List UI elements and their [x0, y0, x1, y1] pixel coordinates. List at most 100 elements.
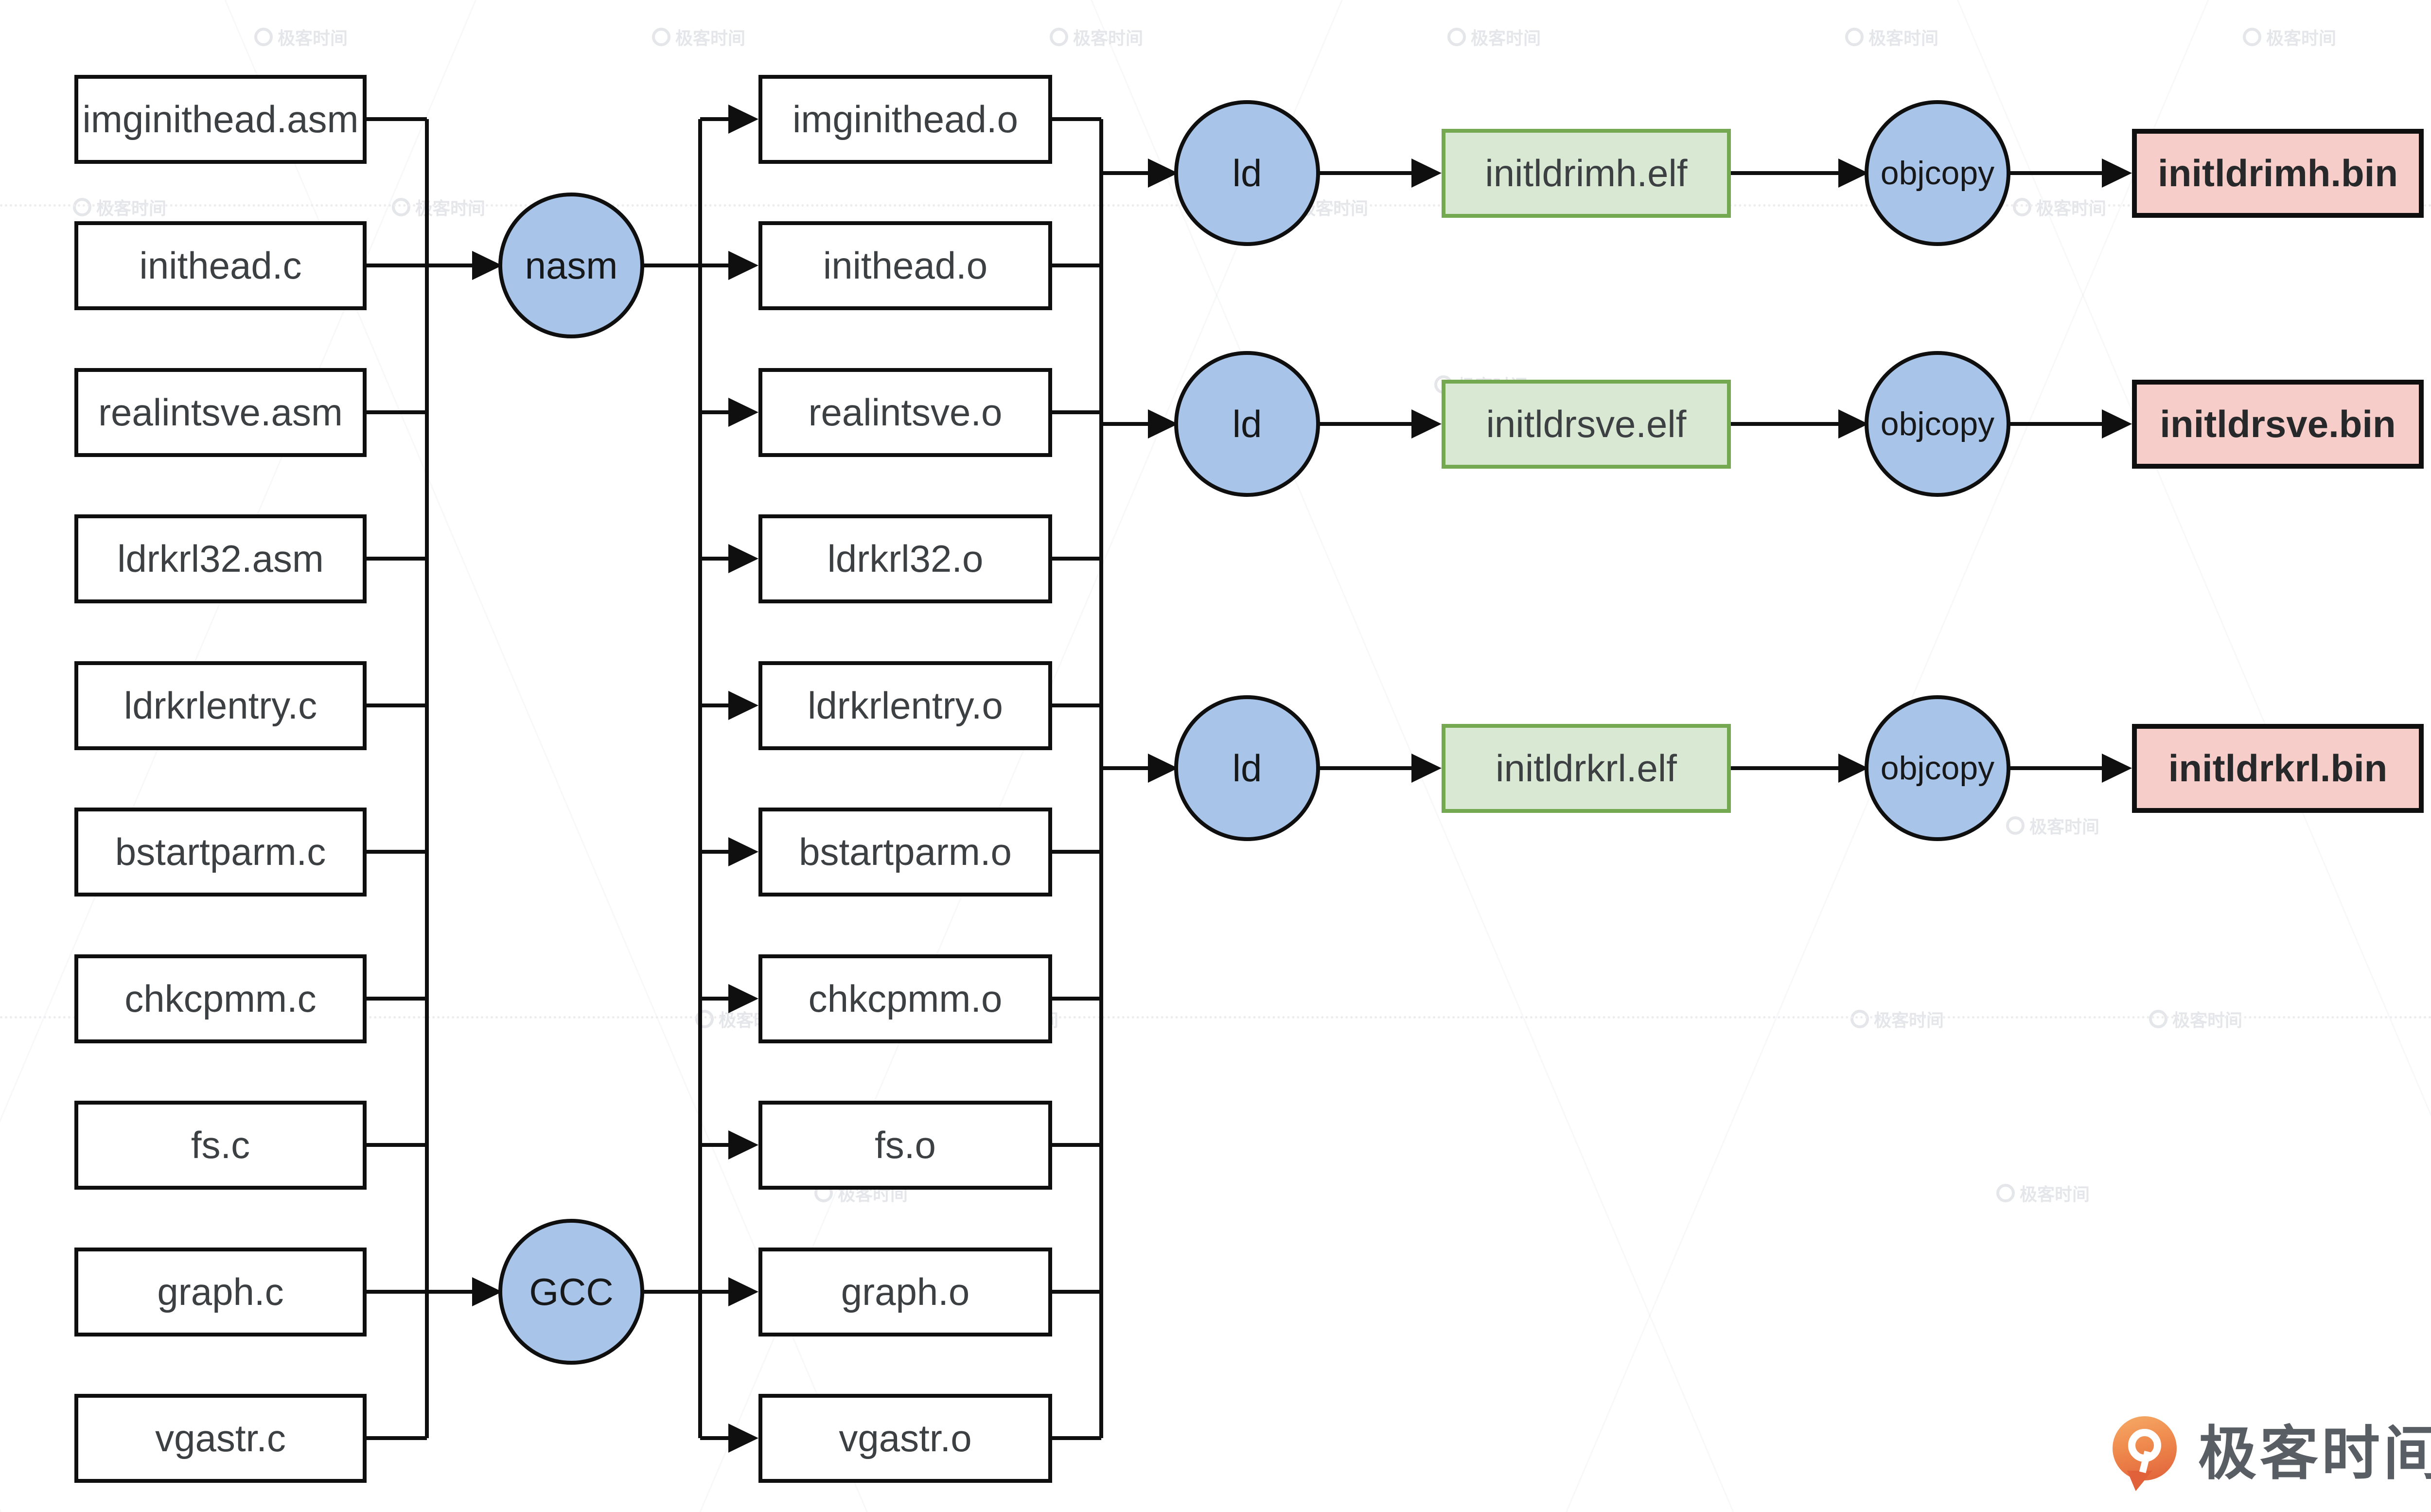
flow-connector-line [427, 1290, 478, 1294]
flow-connector-line [700, 997, 734, 1001]
object-file-box: vgastr.o [758, 1394, 1052, 1483]
flow-connector-line [1101, 171, 1154, 175]
flow-connector-line [700, 557, 734, 561]
watermark: 极客时间 [652, 24, 745, 50]
object-file-box: chkcpmm.o [758, 954, 1052, 1043]
flow-connector-line [364, 1436, 427, 1440]
arrowhead-icon [728, 1130, 758, 1160]
source-file-box: realintsve.asm [74, 368, 367, 457]
flow-connector-line [1049, 117, 1101, 121]
watermark-text: 极客时间 [2172, 1010, 2243, 1030]
objcopy-circle: objcopy [1865, 695, 2010, 841]
arrowhead-icon [1148, 409, 1178, 439]
flow-connector-line [364, 850, 427, 854]
arrowhead-icon [472, 1277, 502, 1306]
arrowhead-icon [2102, 158, 2132, 188]
arrowhead-icon [1411, 409, 1442, 439]
source-file-box: ldrkrl32.asm [74, 514, 367, 603]
arrowhead-icon [1838, 409, 1868, 439]
watermark-text: 极客时间 [1471, 28, 1541, 48]
watermark: 极客时间 [2243, 24, 2336, 50]
arrowhead-icon [728, 105, 758, 134]
watermark: 极客时间 [73, 194, 166, 220]
arrowhead-icon [728, 398, 758, 427]
watermark-text: 极客时间 [2020, 1184, 2090, 1204]
arrowhead-icon [728, 1277, 758, 1306]
flow-connector-line [1101, 766, 1154, 770]
watermark-text: 极客时间 [2029, 817, 2100, 837]
flow-connector-line [700, 1290, 734, 1294]
arrowhead-icon [1838, 158, 1868, 188]
watermark-logo-icon [2243, 28, 2261, 46]
watermark-text: 极客时间 [1874, 1010, 1944, 1030]
watermark: 极客时间 [2149, 1006, 2242, 1032]
flow-connector-line [364, 117, 427, 121]
watermark: 极客时间 [1996, 1180, 2090, 1206]
flow-connector-line [1049, 410, 1101, 414]
arrowhead-icon [728, 1424, 758, 1453]
source-file-box: inithead.c [74, 221, 367, 310]
source-file-box: vgastr.c [74, 1394, 367, 1483]
source-file-box: graph.c [74, 1248, 367, 1336]
flow-connector-line [1049, 997, 1101, 1001]
arrowhead-icon [1411, 754, 1442, 783]
flow-connector-line [1049, 1290, 1101, 1294]
watermark-logo-icon [1447, 28, 1466, 46]
flow-connector-line [640, 1290, 700, 1294]
watermark-text: 极客时间 [2266, 28, 2337, 48]
watermark-logo-icon [652, 28, 670, 46]
arrowhead-icon [1411, 158, 1442, 188]
watermark-logo-icon [1850, 1010, 1869, 1028]
arrowhead-icon [728, 984, 758, 1013]
object-file-box: realintsve.o [758, 368, 1052, 457]
bin-file-box: initldrimh.bin [2132, 129, 2424, 218]
flow-connector-line [2007, 422, 2108, 426]
flow-connector-line [700, 850, 734, 854]
arrowhead-icon [472, 251, 502, 280]
elf-file-box: initldrkrl.elf [1442, 724, 1731, 813]
flow-connector-line [364, 703, 427, 707]
flow-connector-line [364, 557, 427, 561]
bin-file-box: initldrsve.bin [2132, 380, 2424, 469]
flow-connector-line [2007, 766, 2108, 770]
flow-connector-line [1049, 264, 1101, 267]
flow-connector-line [700, 1436, 734, 1440]
nasm-circle: nasm [498, 193, 644, 338]
watermark-logo-icon [1996, 1184, 2015, 1202]
watermark-text: 极客时间 [278, 28, 348, 48]
watermark: 极客时间 [1447, 24, 1541, 50]
geektime-pin-icon [2113, 1416, 2177, 1491]
flow-connector-line [1727, 766, 1844, 770]
watermark-logo-icon [254, 28, 273, 46]
watermark: 极客时间 [254, 24, 348, 50]
object-file-box: ldrkrl32.o [758, 514, 1052, 603]
arrowhead-icon [1148, 754, 1178, 783]
flow-connector-line [2007, 171, 2108, 175]
flow-connector-line [1049, 557, 1101, 561]
flow-connector-line [700, 264, 734, 267]
vertical-bus-line [425, 119, 429, 1438]
object-file-box: imginithead.o [758, 75, 1052, 164]
ld-circle: ld [1174, 100, 1320, 246]
flow-connector-line [364, 997, 427, 1001]
watermark: 极客时间 [1845, 24, 1938, 50]
watermark-logo-icon [1845, 28, 1864, 46]
source-file-box: imginithead.asm [74, 75, 367, 164]
flow-connector-line [364, 410, 427, 414]
flow-connector-line [700, 703, 734, 707]
watermark: 极客时间 [2006, 813, 2099, 838]
arrowhead-icon [728, 837, 758, 866]
object-file-box: inithead.o [758, 221, 1052, 310]
watermark-text: 极客时间 [96, 198, 167, 218]
watermark: 极客时间 [392, 194, 485, 220]
watermark-text: 极客时间 [2036, 198, 2107, 218]
arrowhead-icon [728, 251, 758, 280]
watermark-text: 极客时间 [675, 28, 746, 48]
geektime-logo-text: 极客时间 [2198, 1421, 2431, 1486]
object-file-box: graph.o [758, 1248, 1052, 1336]
source-file-box: chkcpmm.c [74, 954, 367, 1043]
arrowhead-icon [1838, 754, 1868, 783]
dotted-guide-line [0, 1016, 2431, 1019]
flow-connector-line [1316, 171, 1417, 175]
